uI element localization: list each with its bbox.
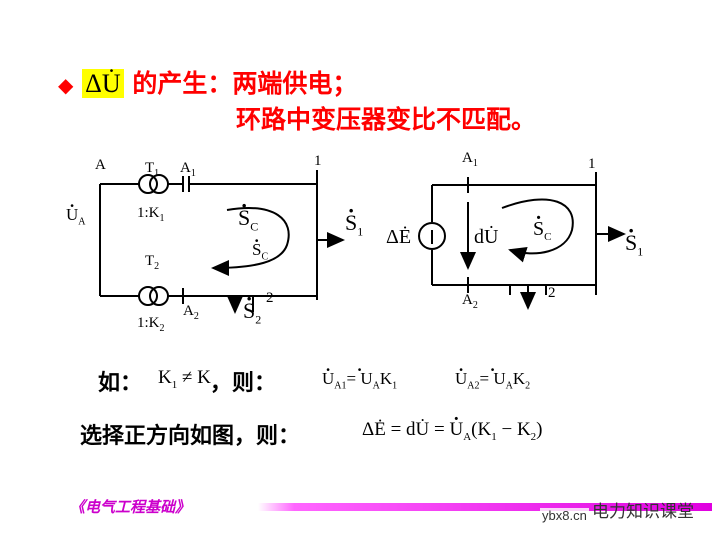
s1-label-right: S1: [625, 230, 643, 259]
ratio2-label: 1:K2: [137, 315, 165, 334]
equation-ua1: UA1 = UAK1: [322, 369, 397, 391]
direction-equation: ΔĖ = dU̇ = UA(K1 − K2): [362, 419, 543, 443]
watermark-logo: ybx8.cn: [540, 508, 589, 523]
du-label: dU̇: [474, 226, 499, 248]
sc-small-label: SC: [252, 240, 268, 262]
heading-line2: 环路中变压器变比不匹配。: [236, 105, 537, 134]
course-title: 《电气工程基础》: [70, 498, 191, 516]
t2-label: T2: [145, 253, 160, 272]
sc-big-label: SC: [238, 205, 258, 234]
condition-label: 如：: [98, 371, 143, 396]
condition-then: ，则：: [210, 371, 277, 396]
sc-label-right: SC: [533, 218, 551, 243]
delta-u-symbol: ΔU̇: [82, 69, 124, 98]
left-circuit-diagram: [99, 170, 345, 314]
t1-label: T1: [145, 160, 160, 179]
delta-e-label: ΔĖ: [386, 226, 412, 248]
a1-label-left: A1: [180, 160, 196, 179]
bus1-label-right: 1: [588, 156, 596, 172]
footer-bar: [258, 503, 712, 511]
bullet-icon: ◆: [58, 73, 74, 97]
equation-ua2: UA2 = UAK2: [455, 369, 530, 391]
node-a-label: A: [95, 157, 106, 173]
heading-text-1: 的产生：两端供电；: [132, 69, 358, 98]
a2-label-left: A2: [183, 303, 199, 322]
ratio1-label: 1:K1: [137, 205, 165, 224]
s2-label-left: S2: [243, 298, 261, 327]
bus2-label-left: 2: [266, 290, 274, 306]
watermark-text: 电力知识课堂: [592, 502, 694, 522]
bus1-label-left: 1: [314, 153, 322, 169]
s1-label-left: S1: [345, 210, 363, 239]
a2-label-right: A2: [462, 292, 478, 311]
bus2-label-right: 2: [548, 285, 556, 301]
heading-line1: ◆ ΔU̇ 的产生：两端供电；: [58, 64, 357, 100]
direction-label: 选择正方向如图，则：: [80, 424, 301, 449]
inequality: K1 ≠ K: [158, 367, 211, 391]
right-circuit-diagram: [418, 172, 626, 310]
ua-label: UA: [66, 205, 86, 227]
a1-label-right: A1: [462, 150, 478, 169]
